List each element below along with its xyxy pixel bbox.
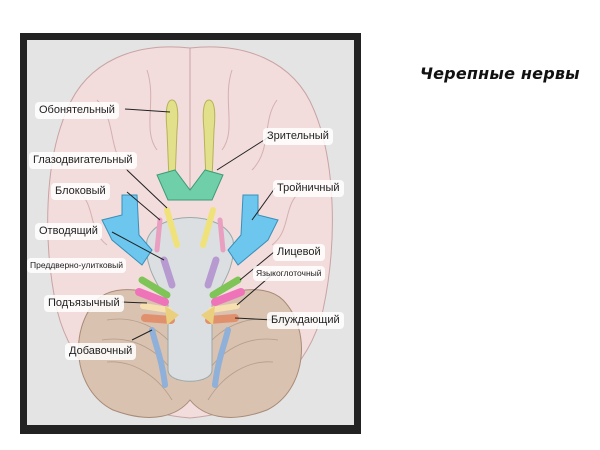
label-olfactory: Обонятельный — [35, 102, 119, 119]
label-accessory: Добавочный — [65, 343, 137, 360]
label-vestibulocochlear: Преддверно-улитковый — [27, 258, 127, 273]
label-trigeminal: Тройничный — [273, 180, 344, 197]
label-trochlear: Блоковый — [51, 183, 110, 200]
diagram-frame: Обонятельный Зрительный Глазодвигательны… — [20, 33, 361, 434]
label-vagus: Блуждающий — [267, 312, 344, 329]
label-abducens: Отводящий — [35, 223, 102, 240]
label-hypoglossal: Подъязычный — [44, 295, 124, 312]
slide-title: Черепные нервы — [420, 64, 580, 83]
label-facial: Лицевой — [273, 244, 325, 261]
brain-illustration — [47, 46, 333, 419]
label-oculomotor: Глазодвигательный — [29, 152, 137, 169]
label-optic: Зрительный — [263, 128, 333, 145]
brain-diagram: Обонятельный Зрительный Глазодвигательны… — [27, 40, 354, 425]
label-glossopharyngeal: Языкоглоточный — [253, 266, 325, 281]
